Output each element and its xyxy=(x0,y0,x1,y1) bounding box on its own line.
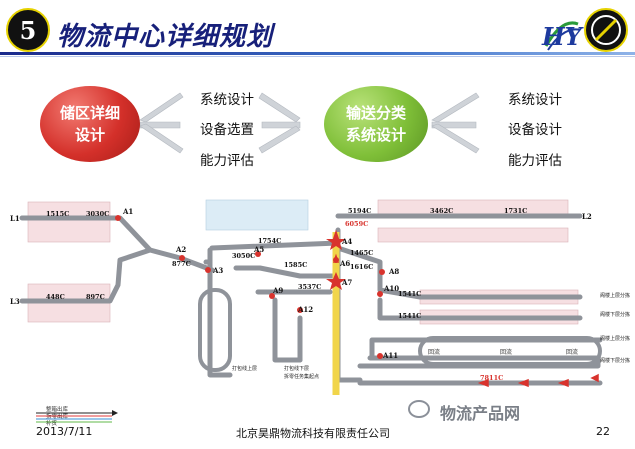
svg-text:A5: A5 xyxy=(253,245,264,254)
company-logo: HY xyxy=(542,14,582,54)
svg-text:7811C: 7811C xyxy=(480,374,503,382)
page-title: 物流中心详细规划 xyxy=(57,22,274,52)
svg-text:L3: L3 xyxy=(10,297,20,306)
svg-text:1731C: 1731C xyxy=(504,207,527,215)
svg-text:5194C: 5194C xyxy=(348,207,371,215)
svg-text:A9: A9 xyxy=(272,286,283,295)
svg-text:3462C: 3462C xyxy=(430,207,453,215)
conveyor-design-line2: 系统设计 xyxy=(345,126,406,144)
svg-text:阁楼上层分拣: 阁楼上层分拣 xyxy=(600,335,630,342)
title-divider xyxy=(0,52,635,55)
svg-text:回流: 回流 xyxy=(500,348,512,356)
badge-number: 5 xyxy=(19,15,37,45)
watermark-text: 物流产品网 xyxy=(440,404,521,423)
svg-text:1754C: 1754C xyxy=(258,237,281,245)
svg-text:整箱出库: 整箱出库 xyxy=(46,405,69,413)
svg-text:回流: 回流 xyxy=(566,348,578,356)
svg-text:拆零任务集起点: 拆零任务集起点 xyxy=(284,373,319,380)
svg-text:A12: A12 xyxy=(297,305,313,314)
svg-text:3537C: 3537C xyxy=(298,283,321,291)
svg-text:3050C: 3050C xyxy=(232,252,255,260)
right-item-1: 系统设计 xyxy=(508,92,562,108)
svg-text:1616C: 1616C xyxy=(350,263,373,271)
title-divider-thin xyxy=(0,56,635,57)
svg-text:A7: A7 xyxy=(341,278,352,287)
svg-text:A10: A10 xyxy=(383,284,399,293)
svg-text:1515C: 1515C xyxy=(46,210,69,218)
svg-text:A11: A11 xyxy=(382,351,398,360)
svg-text:1585C: 1585C xyxy=(284,261,307,269)
svg-text:1541C: 1541C xyxy=(398,290,421,298)
svg-text:A2: A2 xyxy=(175,245,186,254)
slide-number-badge: 5 xyxy=(6,8,50,52)
footer-page-number: 22 xyxy=(596,425,610,438)
left-item-2: 设备选置 xyxy=(200,122,254,138)
svg-text:阁楼下层分拣: 阁楼下层分拣 xyxy=(600,311,630,318)
svg-text:897C: 897C xyxy=(86,293,105,301)
right-item-3: 能力评估 xyxy=(508,153,562,169)
svg-text:448C: 448C xyxy=(46,293,65,301)
left-item-3: 能力评估 xyxy=(200,153,254,169)
wechat-icon xyxy=(408,400,430,418)
storage-design-node: 储区详细 设计 xyxy=(40,86,140,162)
right-item-2: 设备设计 xyxy=(508,122,562,138)
svg-text:阁楼下层分拣: 阁楼下层分拣 xyxy=(600,357,630,364)
storage-design-line1: 储区详细 xyxy=(59,104,120,122)
left-item-1: 系统设计 xyxy=(200,92,254,108)
svg-text:877C: 877C xyxy=(172,260,191,268)
storage-design-line2: 设计 xyxy=(74,126,105,144)
logo-text: HY xyxy=(542,22,582,51)
footer-company: 北京昊鼎物流科技有限责任公司 xyxy=(236,427,390,440)
legend: 整箱出库 拆零出库 补货 xyxy=(36,405,118,427)
svg-text:打包线上层: 打包线上层 xyxy=(232,365,257,372)
svg-text:回流: 回流 xyxy=(428,348,440,356)
svg-text:A8: A8 xyxy=(388,267,399,276)
concept-arrows xyxy=(139,92,480,154)
svg-text:A3: A3 xyxy=(212,266,223,275)
svg-text:补货: 补货 xyxy=(46,419,58,427)
svg-text:打包线下层: 打包线下层 xyxy=(284,365,309,372)
svg-text:L1: L1 xyxy=(10,214,20,223)
svg-text:3030C: 3030C xyxy=(86,210,109,218)
footer-date: 2013/7/11 xyxy=(36,425,93,438)
svg-text:A6: A6 xyxy=(339,259,350,268)
svg-text:1541C: 1541C xyxy=(398,312,421,320)
conveyor-design-node: 输送分类 系统设计 xyxy=(324,86,428,162)
svg-text:A1: A1 xyxy=(122,207,133,216)
office-zone xyxy=(205,199,309,231)
conveyor-design-line1: 输送分类 xyxy=(345,104,406,122)
svg-text:阁楼上层分拣: 阁楼上层分拣 xyxy=(600,292,630,299)
svg-text:1465C: 1465C xyxy=(350,249,373,257)
svg-text:L2: L2 xyxy=(582,212,592,221)
brand-badge-right xyxy=(584,8,628,52)
svg-text:6059C: 6059C xyxy=(345,220,368,228)
svg-text:A4: A4 xyxy=(341,237,352,246)
